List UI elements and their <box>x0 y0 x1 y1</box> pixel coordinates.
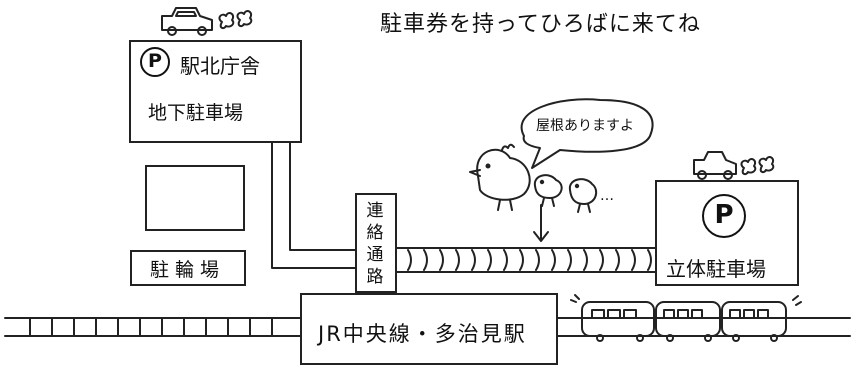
station-building <box>300 293 558 365</box>
rail-ties-left <box>29 317 273 337</box>
speech-bubble-text: 屋根ありますよ <box>536 118 634 134</box>
bird-icon <box>469 143 531 211</box>
passage-tower <box>355 193 397 293</box>
multistory-parking-name: 立体駐車場 <box>666 257 766 281</box>
arrow-down-icon <box>533 204 549 242</box>
parking-symbol: P <box>140 47 170 77</box>
parking-symbol-right: P <box>702 194 746 238</box>
car-icon <box>161 7 213 36</box>
underground-route-line-inner <box>271 141 361 269</box>
unlabeled-building <box>145 165 245 231</box>
bicycle-parking-name: 駐輪場 <box>150 259 226 281</box>
exhaust-puff-icon-right <box>740 156 775 176</box>
covered-walkway-arches <box>407 249 652 271</box>
train-icon <box>570 294 802 342</box>
passage-name: 連絡通路 <box>366 201 384 287</box>
north-building-name: 駅北庁舎 <box>180 54 260 78</box>
rail-track-right <box>557 317 851 337</box>
headline: 駐車券を持ってひろばに来てね <box>380 12 701 37</box>
station-name: JR中央線・多治見駅 <box>318 322 527 346</box>
underground-route-line <box>289 141 361 251</box>
bird-icon-small-1 <box>533 174 563 207</box>
rail-track-left <box>4 317 301 337</box>
bird-icon-small-2 <box>568 178 598 213</box>
north-building-sub: 地下駐車場 <box>148 102 244 124</box>
bird-chatter: … <box>600 188 614 204</box>
bicycle-parking <box>130 250 246 286</box>
car-icon-right <box>693 151 737 180</box>
exhaust-puff-icon <box>218 10 253 30</box>
speech-bubble-outline <box>520 98 654 169</box>
